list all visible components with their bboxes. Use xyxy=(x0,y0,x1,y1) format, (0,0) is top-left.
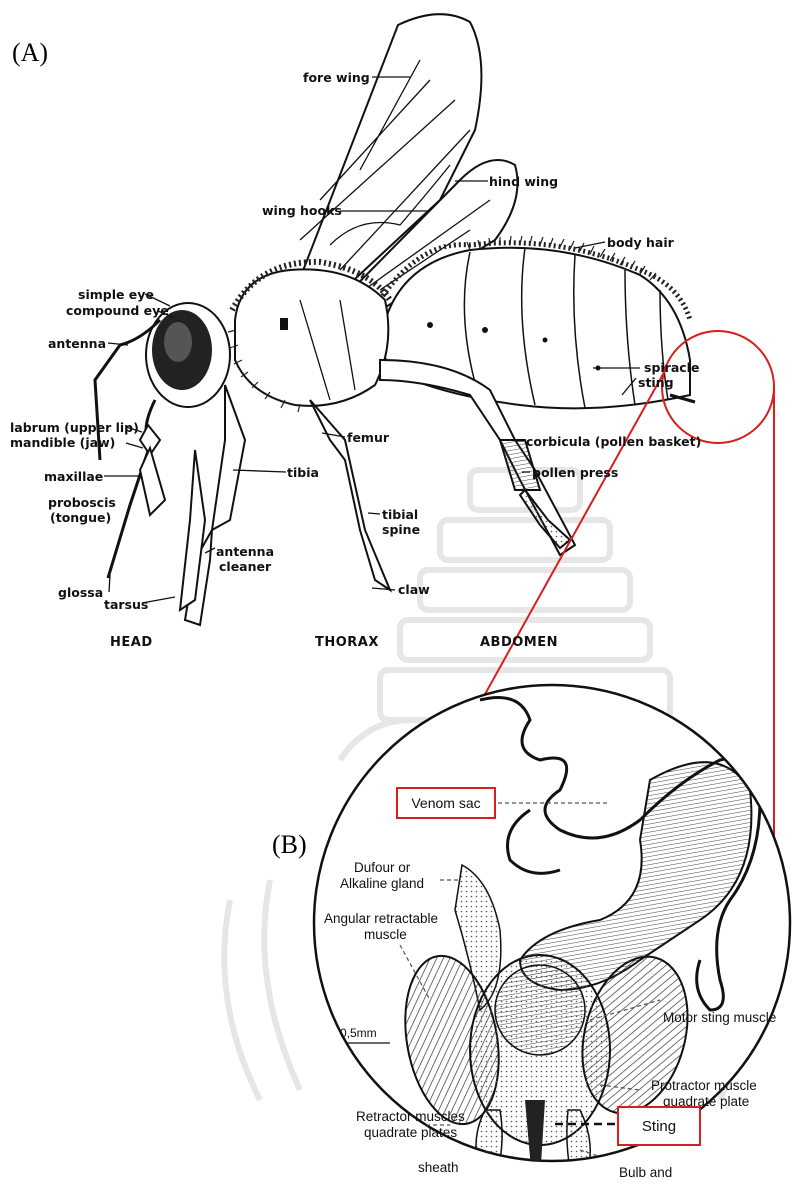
label-antenna-cleaner-1: antenna xyxy=(216,545,274,558)
label-claw: claw xyxy=(398,583,430,596)
label-motor-sting-muscle: Motor sting muscle xyxy=(663,1010,776,1025)
label-corbicula: corbicula (pollen basket) xyxy=(526,435,701,448)
label-retractor-1: Retractor muscles xyxy=(356,1109,465,1124)
label-tarsus: tarsus xyxy=(104,598,148,611)
label-antenna-cleaner-2: cleaner xyxy=(219,560,271,573)
scale-bar-label: 0,5mm xyxy=(340,1026,377,1040)
label-retractor-2: quadrate plates xyxy=(364,1125,457,1140)
label-spine: spine xyxy=(382,523,420,536)
label-antenna: antenna xyxy=(48,337,106,350)
label-simple-eye: simple eye xyxy=(78,288,154,301)
label-hind-wing: hind wing xyxy=(489,175,558,188)
label-proboscis: proboscis xyxy=(48,496,116,509)
label-sting: sting xyxy=(638,376,674,389)
label-venom-sac: Venom sac xyxy=(396,787,496,819)
label-tibia: tibia xyxy=(287,466,319,479)
label-sheath: sheath xyxy=(418,1160,459,1175)
panel-label-a: (A) xyxy=(12,38,48,68)
section-head: HEAD xyxy=(110,635,153,650)
label-tibial: tibial xyxy=(382,508,418,521)
label-tongue: (tongue) xyxy=(50,511,111,524)
label-pollen-press: pollen press xyxy=(532,466,618,479)
section-abdomen: ABDOMEN xyxy=(480,635,558,650)
label-compound-eye: compound eye xyxy=(66,304,169,317)
label-glossa: glossa xyxy=(58,586,103,599)
label-body-hair: body hair xyxy=(607,236,674,249)
label-angular-2: muscle xyxy=(364,927,407,942)
label-sting-box: Sting xyxy=(617,1106,701,1146)
label-femur: femur xyxy=(347,431,389,444)
label-dufour-2: Alkaline gland xyxy=(340,876,424,891)
label-angular-1: Angular retractable xyxy=(324,911,438,926)
label-dufour-1: Dufour or xyxy=(354,860,410,875)
section-thorax: THORAX xyxy=(315,635,379,650)
label-bulb: Bulb and xyxy=(619,1165,672,1180)
label-spiracle: spiracle xyxy=(644,361,699,374)
label-protractor-1: Protractor muscle xyxy=(651,1078,757,1093)
label-mandible: mandible (jaw) xyxy=(10,436,115,449)
label-maxillae: maxillae xyxy=(44,470,103,483)
label-labrum: labrum (upper lip) xyxy=(10,421,139,434)
label-fore-wing: fore wing xyxy=(303,71,370,84)
label-wing-hooks: wing hooks xyxy=(262,204,342,217)
panel-label-b: (B) xyxy=(272,830,307,860)
